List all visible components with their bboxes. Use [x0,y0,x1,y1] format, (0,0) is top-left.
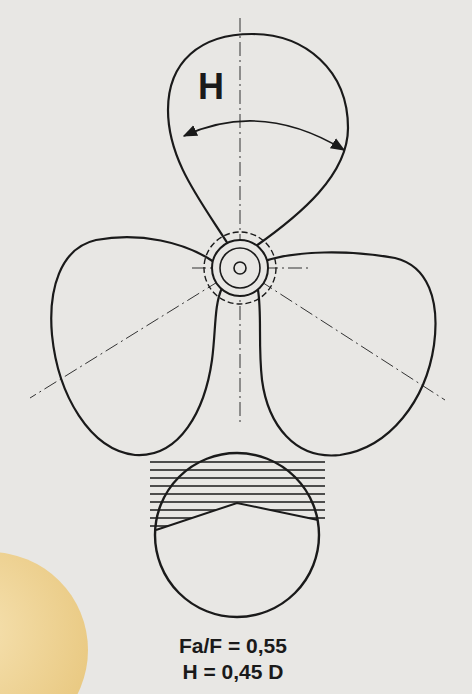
pitch-value: H = 0,45 D [0,660,469,684]
dimension-arc [184,121,344,150]
dimension-label: H [198,66,224,108]
propeller-blades [51,34,435,455]
propeller-hub [204,232,276,304]
gold-disc [0,552,88,694]
blade-section [150,453,325,617]
blade-area-ratio: Fa/F = 0,55 [0,634,469,658]
center-lines [30,18,445,425]
